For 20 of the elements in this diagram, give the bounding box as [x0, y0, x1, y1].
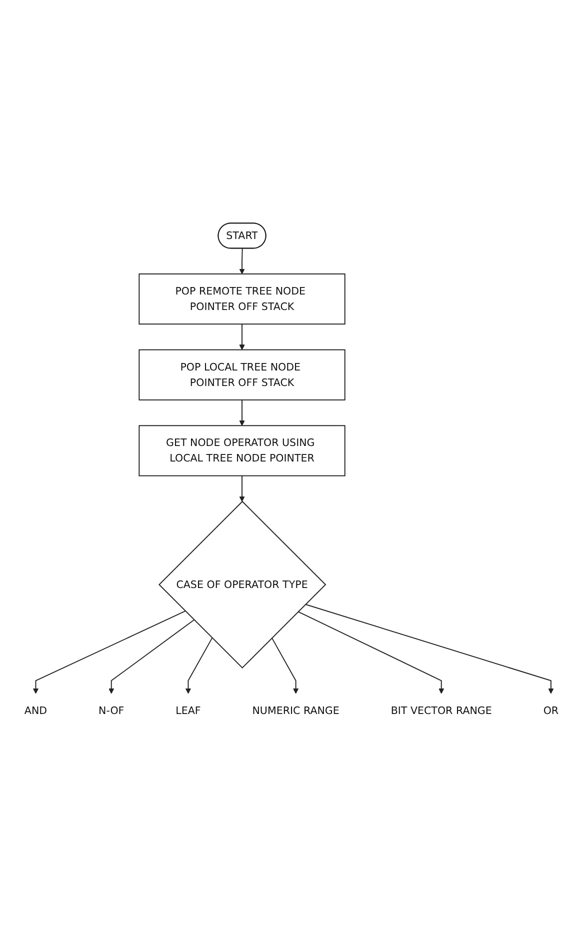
arrow: [298, 611, 444, 694]
node-box: POP REMOTE TREE NODE POINTER OFF STACK: [138, 273, 346, 324]
node-text: AND: [24, 704, 48, 716]
arrow: [185, 637, 213, 694]
arrow: [108, 619, 195, 694]
arrow: [304, 604, 554, 694]
node-text: NUMERIC RANGE: [252, 704, 340, 716]
node-box: GET NODE OPERATOR USING LOCAL TREE NODE POINTER: [138, 424, 346, 476]
node-box: POP LOCAL TREE NODE POINTER OFF STACK: [138, 349, 346, 400]
node-diamond: CASE OF OPERATOR TYPE: [158, 500, 326, 668]
node-text: N-OF: [98, 704, 124, 716]
arrow: [32, 610, 186, 694]
arrow: [239, 248, 245, 274]
arrow: [271, 637, 299, 694]
node-text: OR: [543, 704, 559, 716]
node-text: BIT VECTOR RANGE: [390, 704, 492, 716]
arrow: [239, 475, 245, 502]
arrow: [239, 323, 245, 350]
node-text: LEAF: [176, 704, 201, 716]
arrow: [239, 399, 245, 426]
